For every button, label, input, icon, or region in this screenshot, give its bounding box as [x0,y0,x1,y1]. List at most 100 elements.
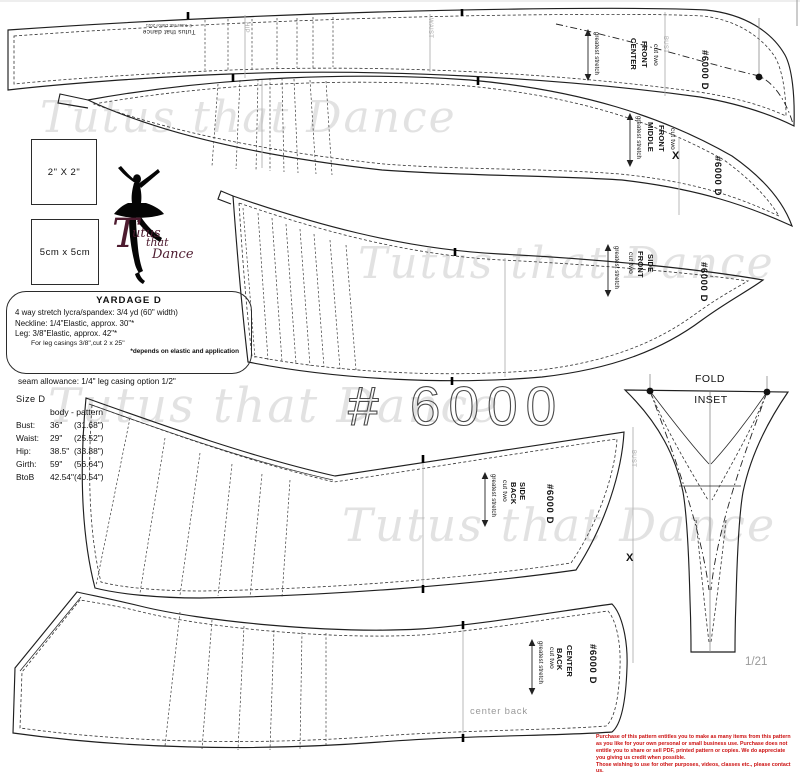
side-front-name1: SIDE [646,254,655,273]
inset-fold-label: FOLD [694,373,725,385]
logo-script-that: that [146,236,169,249]
size-row-body: 59" [50,459,63,469]
pattern-number-display: # 6000 [348,375,564,437]
center-back-strip [19,596,82,672]
size-row-body: 29" [50,433,63,443]
size-row-girth: Girth:59"(56.64") [16,459,104,469]
disclaimer-line: sell PDF, printed pattern or copies. We … [596,747,786,761]
watermark-4: Tutus that Dance [342,498,777,552]
size-row-body: 42.54" [50,472,74,482]
yardage-line2: Neckline: 1/4"Elastic, approx. 30"* [15,318,135,328]
size-row-label: Bust: [16,420,36,430]
center-back-cut-label: cut two [548,647,555,669]
yardage-box: YARDAGE D 4 way stretch lycra/spandex: 3… [6,291,252,374]
test-square-inches-label: 2" X 2" [47,166,81,178]
side-back-number: #6000 D [544,484,555,525]
center-front-cut-label: cut two [652,44,659,66]
size-label: Size D [16,394,46,404]
middle-front-x-mark: X [672,150,680,162]
test-square-metric-label: 5cm x 5cm [39,246,91,258]
logo-script: T utus that Dance [112,211,194,262]
side-front-outline [232,195,765,382]
center-front-name2: FRONT [640,41,649,68]
disclaimer-text: Purchase of this pattern entitles you to… [596,734,794,775]
piece-side-front [217,190,765,385]
size-row-label: Hip: [16,446,31,456]
size-row-waist: Waist: 29" (25.52") [16,433,104,443]
center-back-number: #6000 D [587,644,598,685]
side-back-name1: SIDE [518,482,527,501]
center-back-seamline [19,599,621,742]
side-back-cut-label: cut two [501,480,508,502]
piece-center-front [7,7,795,127]
size-row-label: BtoB [16,472,35,482]
yardage-line1: 4 way stretch lycra/spandex: 3/4 yd (60"… [15,308,178,317]
flipped-credit-name: Tutus that dance [142,28,196,35]
center-front-seamline [13,13,787,117]
center-back-edge-label: center back [470,706,528,717]
inset-bust-label: BUST [630,450,636,468]
waist-guide-label: WAIST [427,18,433,39]
bust-guide-label: BUST [662,36,668,54]
flipped-credit: Tutus that dance © Tutus that Dance 2021 [128,23,210,35]
size-row-body: 36" [50,420,63,430]
inset-dot-right [763,388,771,396]
middle-front-number: #6000 D [712,156,723,197]
center-back-outline [12,591,628,749]
disclaimer-line: for your own personal or small business … [596,740,788,754]
hip-guide-label: HIP [243,22,249,33]
center-front-stretch-label: greatest stretch [593,32,599,75]
center-front-name1: CENTER [629,38,638,71]
logo-script-dance: Dance [151,247,194,262]
middle-front-seamline [92,81,781,217]
yardage-title: YARDAGE D [96,295,162,306]
side-back-name2: BACK [509,482,518,505]
yardage-line3: Leg: 3/8"Elastic, approx. 42"* [15,329,118,338]
side-front-number: #6000 D [698,262,709,303]
size-row-label: Waist: [16,433,39,443]
size-row-btob: BtoB 42.54"(40.54") [16,472,104,482]
side-back-seamline [89,404,618,592]
size-table-header: body - pattern [50,407,104,417]
logo-script-t: T [112,211,142,257]
piece-fold-inset [623,374,790,663]
size-row-hip: Hip:38.5"(33.88") [16,446,104,456]
middle-front-stretch-label: greatest stretch [635,116,641,159]
watermark-1: Tutus that Dance [40,92,457,143]
middle-front-cut-label: cut two [669,128,676,150]
center-front-number: #6000 D [699,50,710,91]
logo-script-utus: utus [132,226,161,241]
piece-center-back [12,591,628,751]
center-front-outline [7,7,795,127]
center-back-name1: CENTER [565,645,574,678]
middle-front-tab [57,93,89,109]
middle-front-name1: MIDDLE [646,122,655,152]
center-front-foldline [555,23,794,125]
side-front-tab [217,190,234,205]
side-front-cut-label: cut two [627,252,634,274]
size-row-pattern: (25.52") [74,433,104,443]
test-square-inches: 2" X 2" [31,139,97,205]
size-row-bust: Bust: 36" (31.68") [16,420,104,430]
page-number: 1/21 [745,656,768,668]
disclaimer-line: Those wishing to use for other purposes,… [596,761,791,775]
size-row-pattern: (31.68") [74,420,104,430]
side-front-name2: FRONT [636,251,645,278]
side-back-strip [88,403,334,481]
center-back-name2: BACK [555,648,564,671]
size-row-pattern: (40.54") [74,472,104,482]
yardage-line5: *depends on elastic and application [130,348,239,355]
piece-side-back [81,397,625,599]
inset-x-mark: X [626,552,634,564]
center-back-stretch-label: greatest stretch [537,641,543,684]
side-back-stretch-label: greatest stretch [490,474,496,517]
middle-front-outline [86,75,794,228]
seam-allowance-note: seam allowance: 1/4" leg casing option 1… [18,377,176,386]
stretch-arrows [481,28,634,696]
watermark-3: Tutus that Dance [48,378,500,434]
test-square-metric: 5cm x 5cm [31,219,99,285]
side-back-outline [81,397,625,599]
size-row-label: Girth: [16,459,37,469]
